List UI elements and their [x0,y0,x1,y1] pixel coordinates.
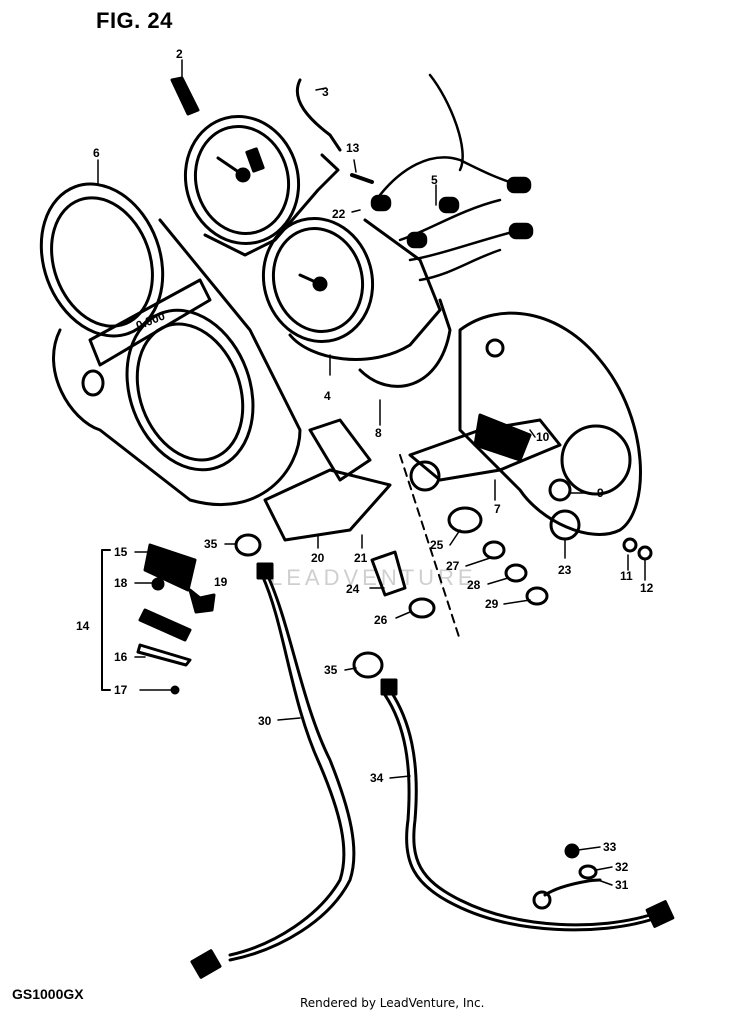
meter-base-ring [358,298,452,388]
speedometer [261,217,442,361]
callout-35-lower: 35 [324,663,338,677]
callout-4: 4 [324,389,331,403]
screw-13 [350,173,374,184]
callout-23: 23 [558,563,572,577]
callout-9: 9 [597,486,604,500]
callout-30: 30 [258,714,272,728]
callout-14: 14 [76,619,90,633]
figure-title: FIG. 24 [96,8,173,33]
grommet-35-lower [352,651,384,679]
callout-5: 5 [431,173,438,187]
callout-13: 13 [346,141,360,155]
cable-clamp-hardware [532,843,602,910]
callout-labels: 2 3 4 5 6 7 8 9 10 11 12 13 14 15 16 17 … [76,47,654,892]
leader-dashed [399,454,461,641]
callout-11: 11 [620,569,633,583]
callout-31: 31 [615,878,629,892]
callout-24: 24 [346,582,360,596]
hardware-stack [370,506,653,619]
callout-15: 15 [114,545,128,559]
callout-29: 29 [485,597,499,611]
callout-21: 21 [354,551,368,565]
indicator-housing-group [101,543,216,695]
callout-27: 27 [446,559,460,573]
callout-18: 18 [114,576,128,590]
callout-19: 19 [214,575,228,589]
callout-22: 22 [332,207,346,221]
callout-10: 10 [536,430,550,444]
footer-credit: Rendered by LeadVenture, Inc. [300,996,485,1010]
callout-12: 12 [640,581,654,595]
meter-cover [39,182,302,507]
callout-35-upper: 35 [204,537,218,551]
callout-2: 2 [176,47,183,61]
callout-28: 28 [467,578,481,592]
grommet-35-upper [234,533,262,557]
meter-bracket [458,311,642,541]
callout-33: 33 [603,840,617,854]
callout-7: 7 [494,502,501,516]
model-code: GS1000GX [12,986,84,1002]
meter-plate [408,413,562,492]
callout-20: 20 [311,551,325,565]
callout-34: 34 [370,771,384,785]
tachometer [183,115,340,257]
wiring-harness [370,73,534,282]
callout-6: 6 [93,146,100,160]
callout-3: 3 [322,85,329,99]
callout-16: 16 [114,650,128,664]
tachometer-cable [380,678,675,932]
callout-26: 26 [374,613,388,627]
tach-cable [295,78,342,152]
callout-25: 25 [430,538,444,552]
speedometer-cable [190,562,356,979]
callout-leaders [97,59,646,886]
socket-block [263,418,392,542]
callout-8: 8 [375,426,382,440]
bulb-part [170,76,200,116]
callout-17: 17 [114,683,128,697]
callout-32: 32 [615,860,629,874]
